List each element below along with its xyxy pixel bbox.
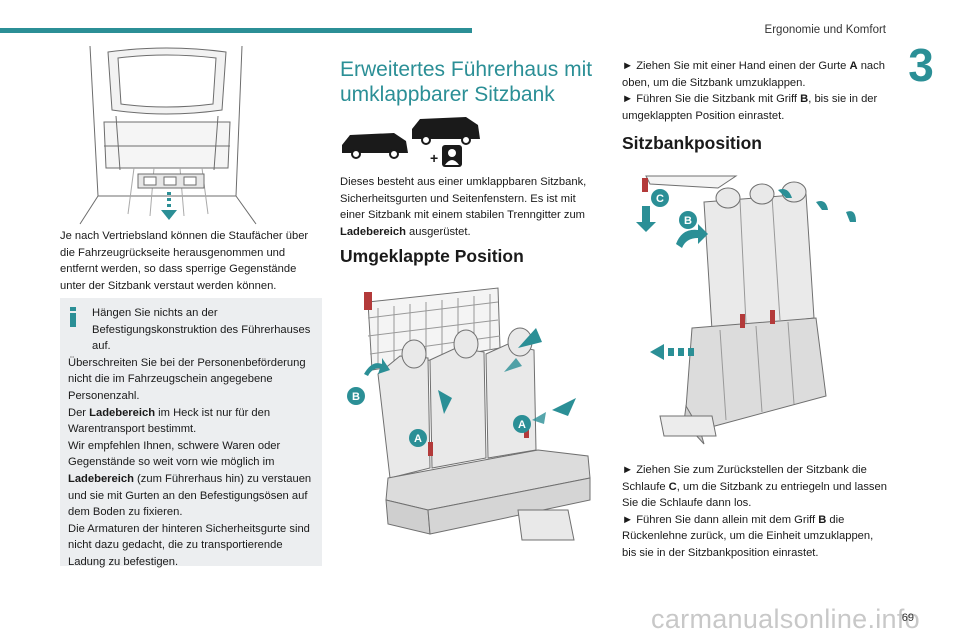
step-1: ► Ziehen Sie mit einer Hand einen der Gu…: [622, 60, 885, 89]
page-number: 69: [901, 612, 914, 624]
info-line-1: Hängen Sie nichts an der Befestigungskon…: [92, 307, 311, 353]
step-2: ► Führen Sie die Sitzbank mit Griff B, b…: [622, 93, 878, 122]
header-accent-bar: [0, 28, 472, 33]
info-line-2: Überschreiten Sie bei der Personenbeförd…: [68, 356, 306, 402]
watermark-text: carmanualsonline.info: [651, 604, 920, 634]
info-icon: [70, 307, 76, 327]
label-b: B: [684, 215, 692, 227]
description-paragraph: Dieses besteht aus einer umklappbaren Si…: [340, 176, 587, 238]
subsection-heading-folded: Umgeklappte Position: [340, 246, 524, 266]
return-steps: ► Ziehen Sie zum Zurückstellen der Sitzb…: [622, 462, 888, 562]
chapter-number: 3: [908, 39, 934, 91]
storage-compartment-illustration: [79, 46, 257, 225]
info-line-4: Wir empfehlen Ihnen, schwere Waren oder …: [68, 439, 312, 519]
info-box: Hängen Sie nichts an der Befestigungskon…: [60, 298, 322, 568]
label-c: C: [656, 193, 664, 205]
step-3: ► Ziehen Sie zum Zurückstellen der Sitzb…: [622, 464, 887, 510]
step-4: ► Führen Sie dann allein mit dem Griff B…: [622, 513, 874, 559]
folded-bench-illustration: B A A: [347, 287, 591, 541]
storage-paragraph: Je nach Vertriebsland können die Staufäc…: [60, 230, 309, 292]
subsection-heading-seat: Sitzbankposition: [622, 133, 762, 153]
bench-position-illustration: C B: [636, 175, 856, 445]
info-line-3: Der Ladebereich im Heck ist nur für den …: [68, 406, 271, 436]
section-title: Ergonomie und Komfort: [764, 24, 886, 36]
label-a-left: A: [414, 433, 422, 445]
section-heading: Erweitertes Führerhaus mit umklappbarer …: [340, 58, 593, 106]
label-b: B: [352, 391, 360, 403]
folding-steps: ► Ziehen Sie mit einer Hand einen der Gu…: [622, 58, 888, 124]
plus-sign: +: [430, 150, 438, 166]
label-a-right: A: [518, 419, 526, 431]
info-line-5: Die Armaturen der hinteren Sicherheitsgu…: [68, 522, 310, 568]
van-variants-icon: +: [342, 117, 480, 167]
